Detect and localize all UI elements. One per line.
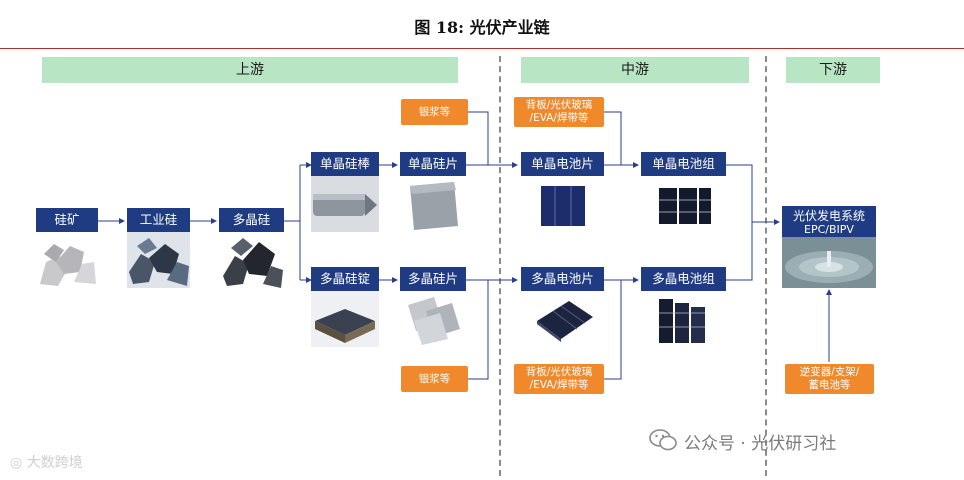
- node-mono-wafer: 单晶硅片: [400, 152, 466, 232]
- tag-silver-paste-bottom: 银浆等: [401, 366, 468, 392]
- node-label: 单晶电池组: [641, 152, 726, 176]
- node-label: 单晶电池片: [521, 152, 604, 176]
- multi-wafer-image: [400, 291, 466, 347]
- silica-ore-image: [36, 232, 98, 288]
- node-multi-cell: 多晶电池片: [521, 267, 604, 347]
- tag-label-line2: /EVA/焊带等: [530, 112, 589, 125]
- pv-system-header: 光伏发电系统 EPC/BIPV: [782, 206, 876, 237]
- line-modules-merge: [726, 165, 752, 280]
- mono-wafer-image: [400, 176, 466, 232]
- node-label: 多晶硅: [219, 208, 284, 232]
- node-label: 多晶电池组: [641, 267, 726, 291]
- node-multi-ingot: 多晶硅锭: [311, 267, 379, 347]
- multi-module-image: [641, 291, 726, 347]
- pv-system-sublabel: EPC/BIPV: [782, 223, 876, 237]
- tag-label-line1: 背板/光伏玻璃: [526, 366, 593, 379]
- node-label: 工业硅: [127, 208, 190, 232]
- node-mono-module: 单晶电池组: [641, 152, 726, 232]
- node-industrial-silicon: 工业硅: [127, 208, 190, 288]
- line-materials-top: [604, 112, 621, 165]
- source-logo-icon: ◎: [10, 455, 22, 471]
- node-multi-wafer: 多晶硅片: [400, 267, 466, 347]
- tag-label: 银浆等: [419, 106, 451, 119]
- mono-cell-image: [521, 176, 604, 232]
- polysilicon-image: [219, 232, 284, 288]
- tag-label-line2: 蓄电池等: [809, 379, 851, 392]
- line-paste-bottom: [468, 280, 488, 379]
- wechat-icon: [648, 428, 678, 452]
- multi-cell-image: [521, 291, 604, 347]
- node-silica-ore: 硅矿: [36, 208, 98, 288]
- tag-label-line1: 逆变器/支架/: [800, 366, 860, 379]
- node-polysilicon: 多晶硅: [219, 208, 284, 288]
- multi-ingot-image: [311, 291, 379, 347]
- industrial-silicon-image: [127, 232, 190, 288]
- line-paste-top: [468, 112, 488, 165]
- node-mono-cell: 单晶电池片: [521, 152, 604, 232]
- line-materials-bottom: [604, 280, 621, 379]
- tag-label-line2: /EVA/焊带等: [530, 379, 589, 392]
- pv-system-label: 光伏发电系统: [793, 209, 865, 223]
- tag-label: 银浆等: [419, 373, 451, 386]
- mono-rod-image: [311, 176, 379, 232]
- node-mono-rod: 单晶硅棒: [311, 152, 379, 232]
- pv-system-image: [782, 237, 876, 288]
- watermark-source: ◎ 大数跨境: [10, 452, 83, 472]
- node-label: 单晶硅棒: [311, 152, 379, 176]
- node-label: 多晶电池片: [521, 267, 604, 291]
- node-label: 硅矿: [36, 208, 98, 232]
- node-label: 单晶硅片: [400, 152, 466, 176]
- tag-bos: 逆变器/支架/ 蓄电池等: [785, 364, 874, 394]
- tag-module-materials-top: 背板/光伏玻璃 /EVA/焊带等: [514, 97, 604, 127]
- node-label: 多晶硅片: [400, 267, 466, 291]
- node-multi-module: 多晶电池组: [641, 267, 726, 347]
- watermark-source-text: 大数跨境: [27, 455, 83, 471]
- watermark-wechat: 公众号 · 光伏研习社: [684, 429, 836, 454]
- node-pv-system: 光伏发电系统 EPC/BIPV: [782, 206, 876, 288]
- tag-label-line1: 背板/光伏玻璃: [526, 99, 593, 112]
- tag-silver-paste-top: 银浆等: [401, 99, 468, 125]
- mono-module-image: [641, 176, 726, 232]
- node-label: 多晶硅锭: [311, 267, 379, 291]
- tag-module-materials-bottom: 背板/光伏玻璃 /EVA/焊带等: [514, 364, 604, 394]
